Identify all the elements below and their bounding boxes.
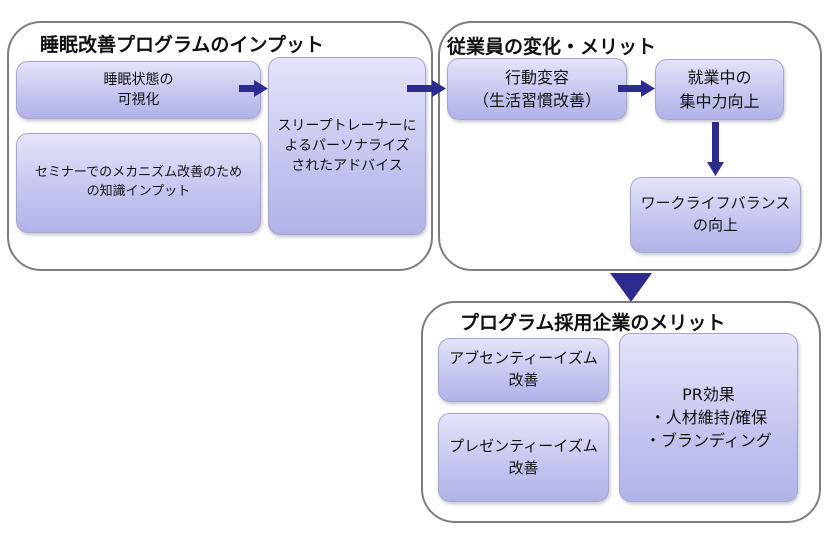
behavior-change-label: 行動変容 （生活習慣改善）	[472, 67, 601, 110]
triangle-to-company-merit	[610, 273, 652, 302]
sleep-visualization-box: 睡眠状態の 可視化	[16, 61, 261, 119]
presenteeism-box: プレゼンティーイズム 改善	[438, 413, 609, 502]
work-life-balance-label: ワークライフバランス の向上	[640, 194, 791, 234]
behavior-change-box: 行動変容 （生活習慣改善）	[447, 58, 627, 120]
sleep-trainer-advice-label: スリープトレーナーに よるパーソナライズ されたアドバイス	[277, 117, 417, 175]
sleep-trainer-advice-box: スリープトレーナーに よるパーソナライズ されたアドバイス	[268, 57, 426, 235]
pr-effect-box: PR効果 ・人材維持/確保 ・ブランディング	[619, 333, 798, 502]
work-life-balance-box: ワークライフバランス の向上	[630, 177, 801, 253]
arrow-advice-to-behavior	[407, 80, 446, 97]
arrow-focus-to-balance	[707, 122, 724, 176]
employee-merit-title: 従業員の変化・メリット	[447, 36, 657, 58]
sleep-program-input-title: 睡眠改善プログラムのインプット	[40, 34, 324, 56]
sleep-visualization-label: 睡眠状態の 可視化	[103, 71, 174, 108]
presenteeism-label: プレゼンティーイズム 改善	[449, 436, 598, 477]
pr-effect-label: PR効果 ・人材維持/確保 ・ブランディング	[645, 384, 772, 451]
absenteeism-box: アブセンティーイズム 改善	[438, 338, 609, 402]
seminar-knowledge-box: セミナーでのメカニズム改善のため の知識インプット	[16, 133, 261, 233]
work-focus-box: 就業中の 集中力向上	[655, 59, 784, 120]
work-focus-label: 就業中の 集中力向上	[679, 68, 760, 111]
company-merit-title: プログラム採用企業のメリット	[460, 312, 726, 334]
arrow-visualization-to-advice	[239, 80, 268, 97]
absenteeism-label: アブセンティーイズム 改善	[449, 349, 598, 389]
arrow-behavior-to-focus	[618, 80, 655, 97]
seminar-knowledge-label: セミナーでのメカニズム改善のため の知識インプット	[34, 165, 243, 199]
